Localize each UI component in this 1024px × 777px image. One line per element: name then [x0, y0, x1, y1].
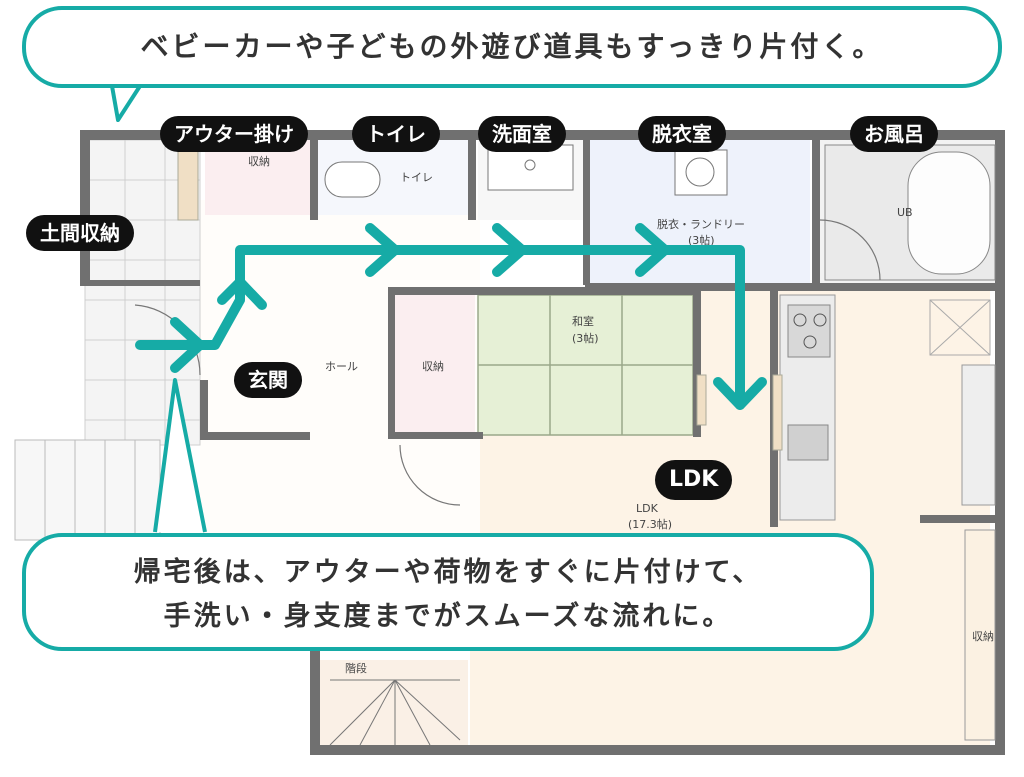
plan-label-storage-right: 収納 [972, 630, 994, 643]
stairs-floor [318, 660, 468, 750]
tag-dressing: 脱衣室 [638, 116, 726, 152]
top-callout: ベビーカーや子どもの外遊び道具もすっきり片付く。 [22, 6, 1002, 88]
arrowhead-down [713, 377, 767, 410]
tag-toilet: トイレ [352, 116, 440, 152]
tag-bath: お風呂 [850, 116, 938, 152]
plan-label-laundry-size: (3帖) [688, 234, 715, 247]
bathtub [824, 144, 996, 281]
storage-door-left [696, 374, 707, 426]
arrowhead-up [217, 277, 267, 310]
arrowhead-2 [492, 223, 527, 277]
storage-mid-floor [395, 295, 475, 435]
bottom-callout-line1: 帰宅後は、アウターや荷物をすぐに片付けて、 [133, 557, 763, 588]
arrowhead-1 [365, 223, 400, 277]
fixtures [324, 144, 728, 198]
tag-washroom: 洗面室 [478, 116, 566, 152]
plan-label-toilet: トイレ [400, 171, 433, 184]
bottom-callout-pointer [153, 378, 207, 533]
storage-door-right [772, 374, 783, 451]
top-callout-pointer [110, 84, 142, 122]
plan-label-hall: ホール [325, 360, 358, 373]
bottom-callout: 帰宅後は、アウターや荷物をすぐに片付けて、 手洗い・身支度までがスムーズな流れに… [22, 533, 874, 651]
bottom-callout-line2: 手洗い・身支度までがスムーズな流れに。 [163, 601, 733, 632]
outer-coat-rack [177, 139, 199, 221]
right-storage [964, 529, 996, 741]
washitsu-tatami [477, 294, 694, 436]
outdoor-steps [14, 439, 161, 541]
plan-label-washitsu: 和室 [572, 314, 594, 328]
plan-label-ldk: LDK [636, 502, 659, 515]
plan-label-storage-top: 収納 [248, 155, 270, 168]
kitchen-counter [779, 294, 996, 521]
stairs [329, 679, 461, 746]
top-callout-text: ベビーカーや子どもの外遊び道具もすっきり片付く。 [140, 30, 884, 63]
tag-outer: アウター掛け [160, 116, 308, 152]
tag-doma: 土間収納 [26, 215, 134, 251]
plan-labels: 収納 トイレ 脱衣・ランドリー (3帖) UB 和室 (3帖) ホール 収納 L… [248, 155, 994, 675]
plan-label-ub: UB [897, 206, 913, 219]
plan-label-storage-mid: 収納 [422, 360, 444, 373]
plan-label-washitsu-size: (3帖) [572, 332, 599, 345]
tag-entrance: 玄関 [234, 362, 302, 398]
flow-arrows [135, 223, 767, 410]
arrowhead-3 [635, 223, 670, 277]
outer-closet-floor [205, 140, 310, 215]
tag-ldk: LDK [655, 460, 733, 500]
plan-label-ldk-size: (17.3帖) [628, 518, 672, 531]
arrowhead-entrance [170, 317, 205, 373]
plan-label-stairs: 階段 [345, 661, 367, 675]
plan-label-laundry: 脱衣・ランドリー [657, 217, 745, 231]
